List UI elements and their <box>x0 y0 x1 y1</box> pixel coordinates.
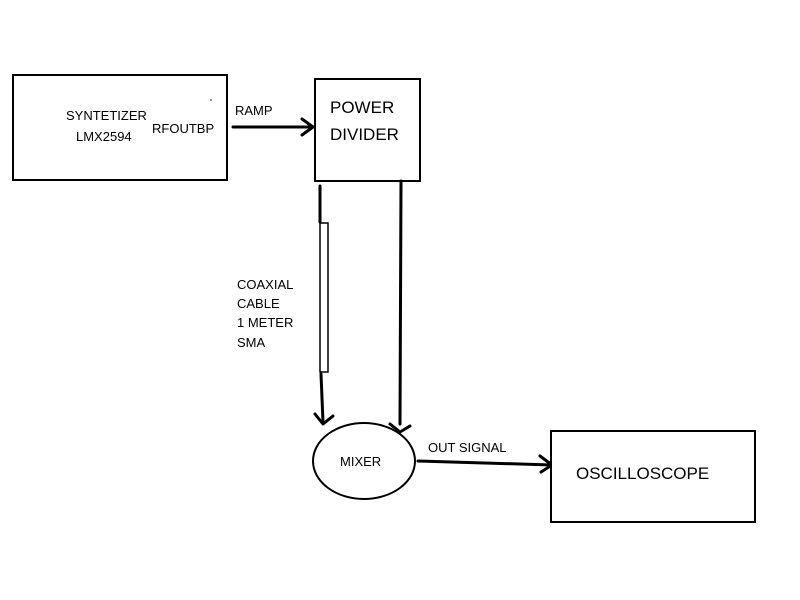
power-divider-label-line1: POWER <box>330 98 394 117</box>
out-signal-line <box>416 459 554 467</box>
coax-label: COAXIAL CABLE 1 METER SMA <box>237 277 293 350</box>
power-divider-block: POWER DIVIDER <box>314 78 421 182</box>
coax-path <box>313 184 335 426</box>
coax-lower-line <box>319 372 325 424</box>
synthesizer-name: SYNTETIZER <box>66 108 147 123</box>
oscilloscope-box <box>550 430 756 523</box>
mixer-label: MIXER <box>340 454 381 469</box>
ramp-label: RAMP <box>235 103 273 118</box>
out-signal-arrow: OUT SIGNAL <box>416 440 554 474</box>
synthesizer-box <box>12 74 228 181</box>
coax-label-line4: SMA <box>237 335 266 350</box>
ramp-arrow: RAMP <box>231 103 315 137</box>
mixer-block: MIXER <box>312 422 416 500</box>
coax-arrowhead <box>313 412 335 426</box>
direct-path-line <box>398 179 403 426</box>
coax-label-line3: 1 METER <box>237 315 293 330</box>
coax-label-line2: CABLE <box>237 296 280 311</box>
coax-label-line1: COAXIAL <box>237 277 293 292</box>
oscilloscope-block: OSCILLOSCOPE <box>550 430 756 523</box>
direct-path-arrowhead <box>388 422 412 434</box>
power-divider-label-line2: DIVIDER <box>330 125 399 144</box>
synthesizer-port-label: RFOUTBP <box>152 121 214 136</box>
ramp-arrowhead <box>300 117 315 137</box>
mixer-ellipse <box>312 422 416 500</box>
synthesizer-model: LMX2594 <box>76 129 132 144</box>
oscilloscope-label: OSCILLOSCOPE <box>576 464 709 483</box>
out-signal-label: OUT SIGNAL <box>428 440 507 455</box>
synthesizer-block: SYNTETIZER LMX2594 RFOUTBP <box>12 74 228 181</box>
stray-dot <box>210 99 212 101</box>
coaxial-cable-symbol <box>319 222 329 373</box>
direct-path <box>388 179 412 434</box>
power-divider-box <box>314 78 421 182</box>
